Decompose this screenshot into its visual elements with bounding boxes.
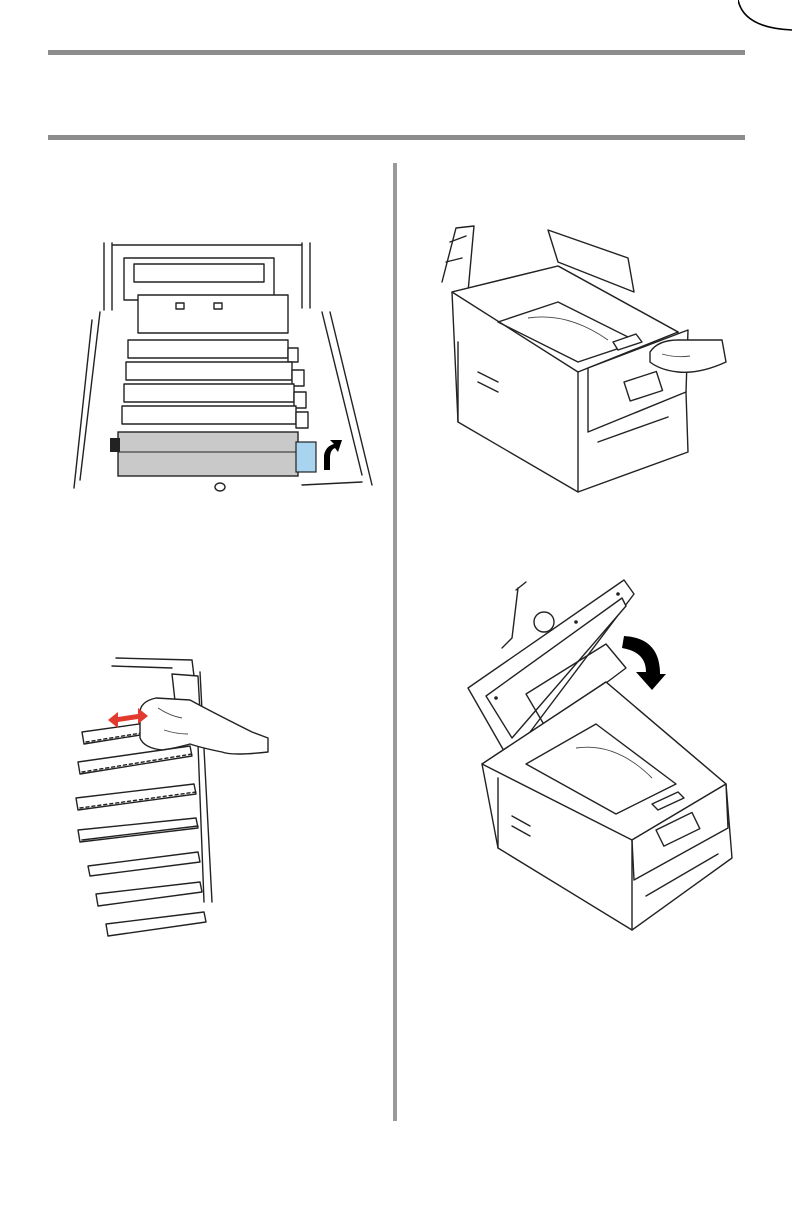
led-cleaning-figure — [72, 652, 272, 942]
scanner-lid-closing-illustration-icon — [456, 578, 746, 933]
drum-cartridges-figure — [72, 240, 377, 495]
scanner-lid-figure — [456, 578, 746, 933]
printer-top-cover-closing-illustration-icon — [438, 222, 728, 497]
top-cover-figure — [438, 222, 728, 497]
printer-drum-cartridges-illustration-icon — [72, 240, 377, 495]
header-rule-bottom — [48, 135, 745, 140]
column-divider — [393, 163, 397, 1121]
header-rule-top — [48, 50, 745, 55]
led-head-cleaning-illustration-icon — [72, 652, 272, 942]
crop-mark-icon — [738, 0, 792, 40]
